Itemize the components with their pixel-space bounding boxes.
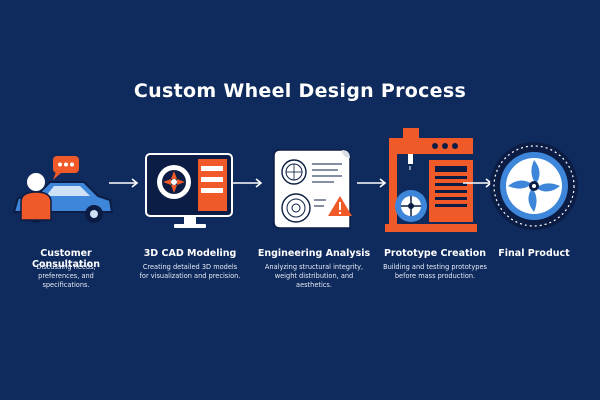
engineering-analysis-icon (254, 120, 374, 240)
arrow-right-icon (357, 178, 387, 188)
prototype-creation-icon (375, 120, 495, 240)
step-title: Customer Consultation (32, 248, 100, 270)
step-title: Final Product (498, 248, 570, 259)
cad-modeling-icon (130, 120, 250, 240)
step-description: Analyzing structural integrity, weight d… (264, 263, 364, 289)
step-title: 3D CAD Modeling (143, 248, 237, 259)
step-title: Prototype Creation (383, 248, 487, 259)
step-description: Building and testing prototypes before m… (383, 263, 487, 280)
step-description: Creating detailed 3D models for visualiz… (139, 263, 241, 280)
final-product-wheel-icon (474, 120, 594, 240)
arrow-right-icon (109, 178, 139, 188)
arrow-right-icon (233, 178, 263, 188)
step-title: Engineering Analysis (257, 248, 371, 259)
step-description: Discussing needs, preferences, and speci… (36, 263, 96, 289)
diagram-title: Custom Wheel Design Process (133, 80, 467, 102)
customer-consultation-icon (6, 120, 126, 240)
